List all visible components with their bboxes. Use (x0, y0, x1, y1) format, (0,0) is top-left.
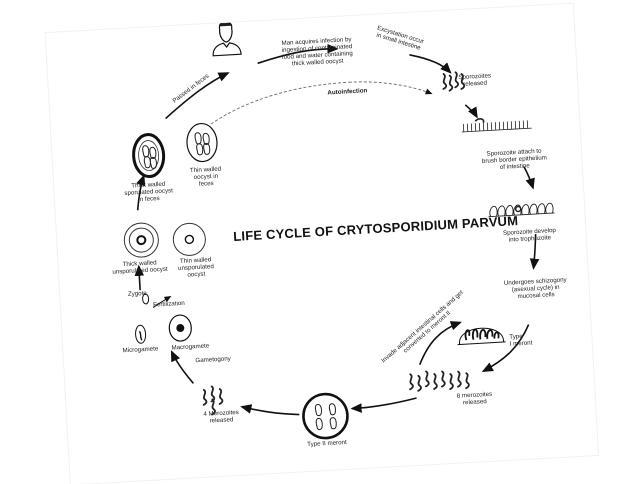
macrogamete-icon (168, 314, 192, 342)
arrow-passed-in-feces (165, 72, 230, 120)
arrow-invade-to-type1 (418, 321, 462, 366)
arrow-schizogony-to-eight (481, 324, 530, 372)
label-thick-sporulated: Thick walled sporulated oocyst in feces (124, 180, 174, 204)
arrow-four-to-gametes (170, 350, 195, 384)
eight-merozoites-icon (408, 370, 470, 392)
label-thin-unsporulated: Thin walled unsporulated oocyst (177, 256, 215, 279)
type1-meront-icon (457, 327, 506, 346)
arrow-man-to-excystation (257, 43, 339, 65)
thin-sporulated-oocyst-icon (186, 122, 218, 163)
arrow-excystation-to-sporozoites (409, 54, 452, 74)
brush-border-icon (461, 118, 532, 133)
arrow-zygote-to-thick (134, 264, 145, 291)
arrow-eight-to-type2 (350, 397, 417, 413)
type2-meront-icon (302, 392, 349, 440)
zygote-icon (142, 293, 150, 305)
diagram-sheet: LIFE CYCLE OF CRYTOSPORIDIUM PARVUM Man … (45, 3, 599, 484)
autoinfection-path (210, 81, 433, 125)
label-man-infection: Man acquires infection by ingestion of c… (281, 36, 353, 68)
arrow-sporozoites-to-attach (464, 104, 478, 119)
arrow-develop-to-schizogony (529, 234, 540, 270)
thin-unsporulated-oocyst-icon (172, 222, 206, 256)
trophozoite-icon (488, 202, 555, 218)
cycle-arrows (134, 43, 540, 416)
arrow-fertilization (152, 296, 172, 308)
thick-unsporulated-oocyst-icon (123, 222, 159, 258)
arrow-type2-to-four (240, 404, 300, 416)
man-figure (212, 20, 242, 57)
label-thin-sporulated: Thin walled oocyst in feces (189, 165, 222, 188)
arrow-attach-to-develop (523, 166, 535, 190)
label-type1-meront: Type I meront (509, 332, 533, 348)
microgamete-icon (135, 324, 147, 344)
arrow-thick-to-sporulated (136, 174, 146, 211)
life-cycle-diagram (123, 20, 555, 440)
thick-sporulated-oocyst-icon (132, 133, 166, 179)
